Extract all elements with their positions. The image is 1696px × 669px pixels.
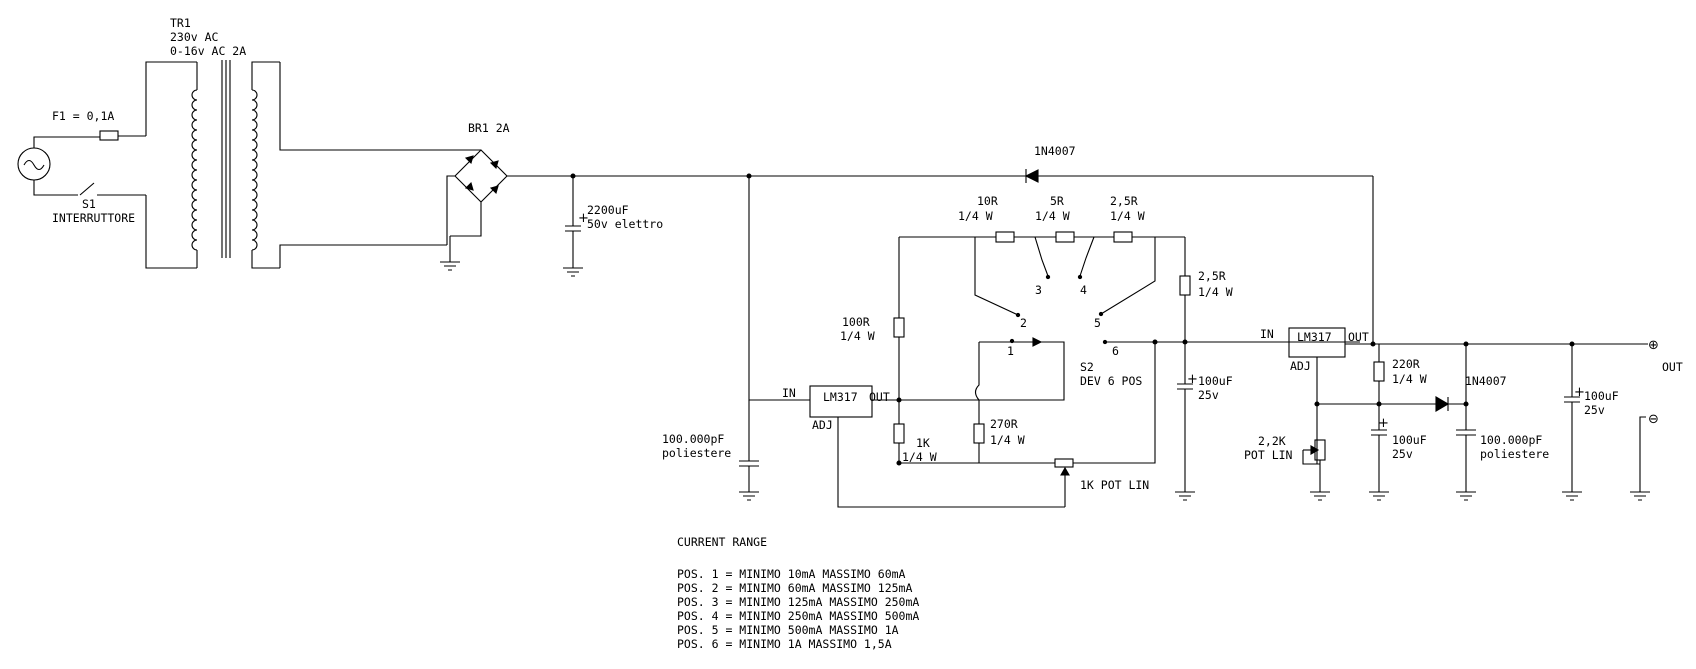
capacitor-100nf-right — [1456, 344, 1476, 501]
cap-2200-rating: 50v elettro — [587, 217, 663, 231]
r220-w: 1/4 W — [1392, 372, 1427, 386]
cap-100n-left-label: 100.000pF — [662, 432, 724, 446]
resistor-2-5r-top — [1113, 231, 1133, 243]
fuse-label: F1 = 0,1A — [52, 109, 114, 123]
resistor-10r — [995, 231, 1015, 243]
pot22-type: POT LIN — [1244, 448, 1293, 462]
current-range-line-3: POS. 3 = MINIMO 125mA MASSIMO 250mA — [677, 595, 919, 609]
tr1-primary: 230v AC — [170, 30, 219, 44]
current-range-title: CURRENT RANGE — [677, 535, 767, 549]
current-range-line-6: POS. 6 = MINIMO 1A MASSIMO 1,5A — [677, 637, 892, 651]
r25a-label: 2,5R — [1110, 194, 1138, 208]
transformer-tr1 — [145, 60, 280, 269]
switch-s2 — [974, 236, 1360, 401]
r10-w: 1/4 W — [958, 209, 993, 223]
resistor-100r — [893, 317, 905, 338]
sw-pos-1: 1 — [1007, 344, 1014, 358]
r10-label: 10R — [977, 194, 998, 208]
diode-top-label: 1N4007 — [1034, 144, 1076, 158]
cap-100n-left-type: poliestere — [662, 446, 731, 460]
current-range-line-1: POS. 1 = MINIMO 10mA MASSIMO 60mA — [677, 567, 906, 581]
capacitor-100nf-left — [739, 400, 759, 501]
pot1k-label: 1K POT LIN — [1080, 478, 1149, 492]
resistor-5r — [1055, 231, 1075, 243]
lm1-out-label: OUT — [869, 390, 890, 404]
sw-pos-4: 4 — [1080, 283, 1087, 297]
resistor-2-5r-side — [1179, 275, 1191, 296]
output-minus-terminal: ⊖ — [1648, 412, 1659, 427]
cap-2200-label: 2200uF — [587, 203, 629, 217]
lm2-out-label: OUT — [1348, 330, 1369, 344]
cap-100u-adj-label: 100uF — [1392, 433, 1427, 447]
current-range-line-4: POS. 4 = MINIMO 250mA MASSIMO 500mA — [677, 609, 919, 623]
cap-100u-mid-label: 100uF — [1198, 374, 1233, 388]
resistor-220r — [1373, 361, 1385, 382]
resistor-1k — [893, 423, 905, 444]
current-range-line-5: POS. 5 = MINIMO 500mA MASSIMO 1A — [677, 623, 899, 637]
ac-source — [17, 147, 51, 181]
r100-w: 1/4 W — [840, 329, 875, 343]
cap-100u-out-v: 25v — [1584, 403, 1605, 417]
svg-text:+: + — [1378, 416, 1389, 431]
sw-pos-6: 6 — [1112, 344, 1119, 358]
r1k-label: 1K — [916, 436, 930, 450]
r5-w: 1/4 W — [1035, 209, 1070, 223]
sw-desc: DEV 6 POS — [1080, 374, 1142, 388]
lm1-label: LM317 — [823, 390, 858, 404]
r25b-label: 2,5R — [1198, 269, 1226, 283]
lm1-in-label: IN — [782, 386, 796, 400]
cap-100n-right-label: 100.000pF — [1480, 433, 1542, 447]
capacitor-2200uf: + — [563, 176, 589, 277]
cap-100u-mid-v: 25v — [1198, 388, 1219, 402]
capacitor-100uf-adj: + — [1369, 404, 1389, 501]
tr1-secondary: 0-16v AC 2A — [170, 44, 246, 58]
sw-pos-2: 2 — [1020, 316, 1027, 330]
r25b-w: 1/4 W — [1198, 285, 1233, 299]
current-range-line-2: POS. 2 = MINIMO 60mA MASSIMO 125mA — [677, 581, 912, 595]
bridge-label: BR1 2A — [468, 121, 510, 135]
r220-label: 220R — [1392, 357, 1420, 371]
svg-text:+: + — [1187, 372, 1198, 387]
current-range-table: CURRENT RANGE POS. 1 = MINIMO 10mA MASSI… — [677, 535, 919, 651]
svg-text:+: + — [1574, 385, 1585, 400]
switch-s1 — [79, 182, 95, 196]
fuse-f1 — [99, 130, 119, 141]
r270-label: 270R — [990, 417, 1018, 431]
pot22-label: 2,2K — [1258, 434, 1286, 448]
lm1-adj-label: ADJ — [812, 418, 833, 432]
lm2-in-label: IN — [1260, 327, 1274, 341]
tr1-name: TR1 — [170, 16, 191, 30]
cap-100u-out-label: 100uF — [1584, 389, 1619, 403]
output-plus-terminal: ⊕ — [1648, 338, 1659, 353]
r100-label: 100R — [842, 315, 870, 329]
lm317-regulator-1 — [809, 385, 873, 418]
sw-pos-5: 5 — [1094, 316, 1101, 330]
switch-name: S1 — [82, 197, 96, 211]
r1k-w: 1/4 W — [902, 450, 937, 464]
diode-right-label: 1N4007 — [1465, 374, 1507, 388]
lm2-adj-label: ADJ — [1290, 359, 1311, 373]
bridge-rectifier-br1 — [446, 149, 508, 245]
lm2-label: LM317 — [1297, 330, 1332, 344]
diode-1n4007-right — [1435, 396, 1466, 412]
r25a-w: 1/4 W — [1110, 209, 1145, 223]
r270-w: 1/4 W — [990, 433, 1025, 447]
output-label: OUT — [1662, 360, 1683, 374]
capacitor-100uf-out: + — [1562, 344, 1585, 501]
resistor-270r — [973, 423, 985, 444]
potentiometer-1k — [1054, 458, 1074, 468]
diode-1n4007-top — [1024, 169, 1039, 183]
switch-desc: INTERRUTTORE — [52, 211, 135, 225]
cap-100n-right-type: poliestere — [1480, 447, 1549, 461]
sw-pos-3: 3 — [1035, 283, 1042, 297]
sw-name: S2 — [1080, 360, 1094, 374]
cap-100u-adj-v: 25v — [1392, 447, 1413, 461]
r5-label: 5R — [1050, 194, 1064, 208]
svg-text:+: + — [578, 211, 589, 226]
capacitor-100uf-mid: + — [1175, 342, 1198, 501]
